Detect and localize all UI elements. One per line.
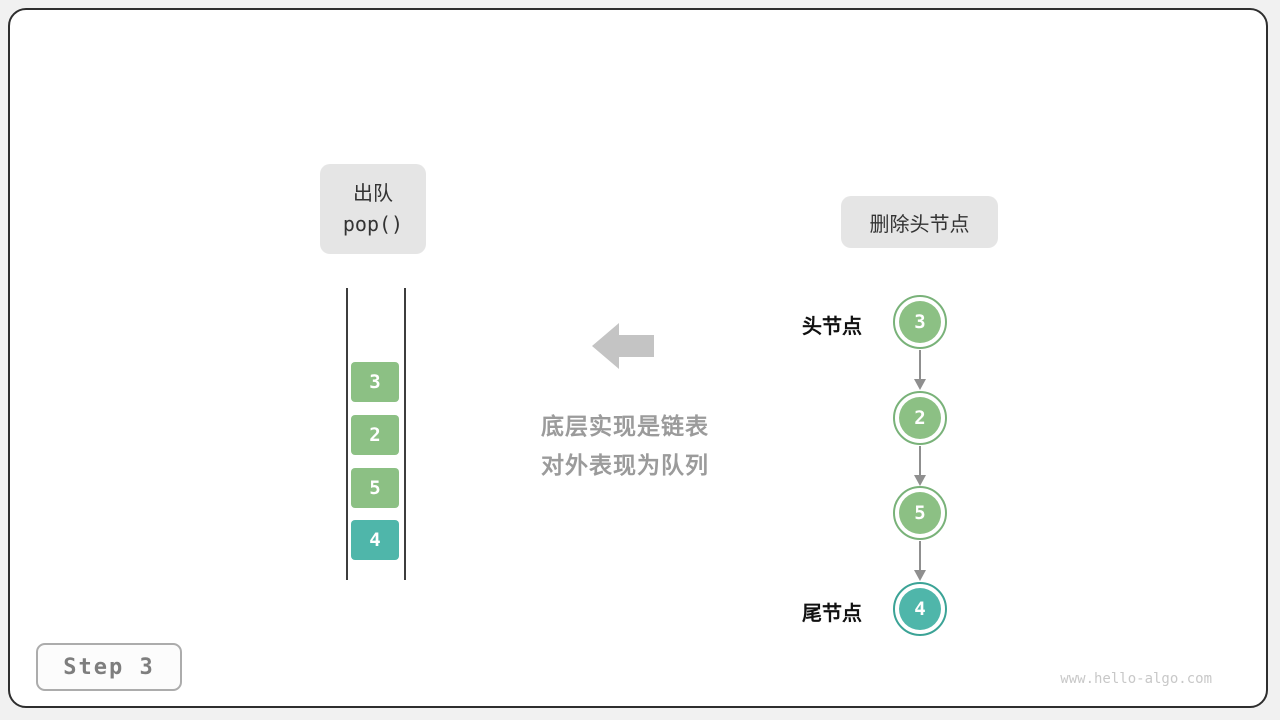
list-node: 3 (893, 295, 947, 349)
head-node-label: 头节点 (802, 314, 862, 338)
pop-method-text: pop() (342, 212, 404, 236)
tail-node-label: 尾节点 (802, 601, 862, 625)
list-node-value: 3 (899, 301, 941, 343)
caption-line-2: 对外表现为队列 (541, 453, 709, 479)
list-node-value: 5 (899, 492, 941, 534)
queue-container-left-wall (346, 288, 348, 580)
step-badge: Step 3 (36, 643, 182, 691)
caption-line-1: 底层实现是链表 (541, 414, 709, 440)
watermark-url: www.hello-algo.com (1060, 671, 1212, 687)
delete-head-node-label: 删除头节点 (841, 196, 998, 248)
dequeue-operation-text: 出队 (353, 181, 393, 205)
list-node: 4 (893, 582, 947, 636)
queue-item: 3 (351, 362, 399, 402)
queue-item: 2 (351, 415, 399, 455)
queue-container-right-wall (404, 288, 406, 580)
queue-item: 5 (351, 468, 399, 508)
list-node: 5 (893, 486, 947, 540)
delete-head-node-text: 删除头节点 (869, 211, 970, 236)
dequeue-operation-label: 出队 pop() (320, 164, 426, 254)
next-pointer-arrow-icon (914, 541, 926, 581)
list-node-value: 4 (899, 588, 941, 630)
next-pointer-arrow-icon (914, 446, 926, 486)
diagram-card (8, 8, 1268, 708)
next-pointer-arrow-icon (914, 350, 926, 390)
left-arrow-icon (592, 323, 654, 369)
queue-item: 4 (351, 520, 399, 560)
diagram-caption: 底层实现是链表 对外表现为队列 (480, 408, 770, 486)
list-node: 2 (893, 391, 947, 445)
list-node-value: 2 (899, 397, 941, 439)
